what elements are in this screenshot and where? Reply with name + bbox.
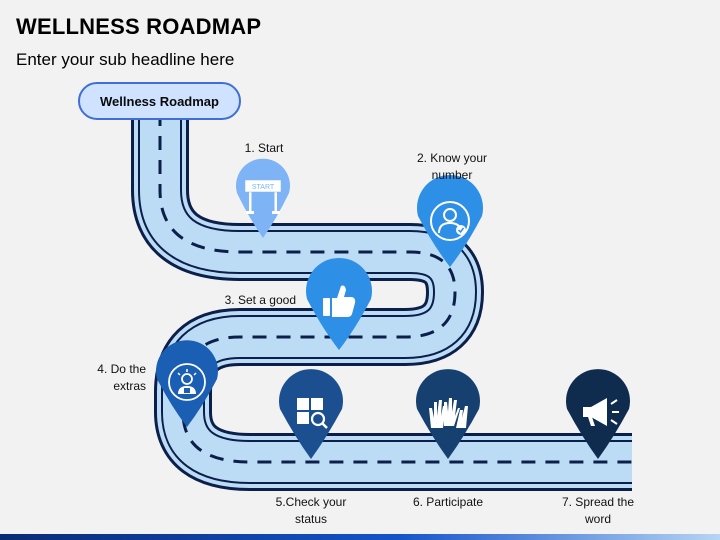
pin-step-6 <box>416 369 480 459</box>
step-4-label: 4. Do the extras <box>97 362 146 393</box>
page-subtitle: Enter your sub headline here <box>16 50 235 69</box>
thumbs-up-icon <box>323 285 356 317</box>
start-sign-text: START <box>252 184 275 191</box>
raised-hands-icon <box>429 398 468 428</box>
page-title: WELLNESS ROADMAP <box>16 14 262 39</box>
pin-step-2 <box>417 174 483 267</box>
pin-step-7 <box>566 369 630 459</box>
pin-step-5 <box>279 369 343 459</box>
step-6-label: 6. Participate <box>412 495 484 509</box>
road-center-dashes <box>158 110 634 464</box>
lightbulb-person-icon <box>168 363 206 401</box>
roadmap-start-pill: Wellness Roadmap <box>78 82 241 120</box>
step-7-label: 7. Spread the word <box>561 495 635 526</box>
pin-step-4 <box>156 340 218 427</box>
step-3-label: 3. Set a good <box>224 293 296 307</box>
footer-gradient-bar <box>0 534 720 540</box>
step-1-label: 1. Start <box>244 141 284 155</box>
step-2-label: 2. Know your number <box>416 151 488 182</box>
status-search-icon <box>297 398 328 429</box>
pin-step-3 <box>306 257 372 350</box>
start-banner-icon: START <box>244 179 282 214</box>
road <box>160 112 632 462</box>
user-check-icon <box>430 201 470 241</box>
step-5-label: 5.Check your status <box>275 495 347 526</box>
megaphone-icon <box>583 398 619 426</box>
pin-step-1: START <box>236 158 290 238</box>
